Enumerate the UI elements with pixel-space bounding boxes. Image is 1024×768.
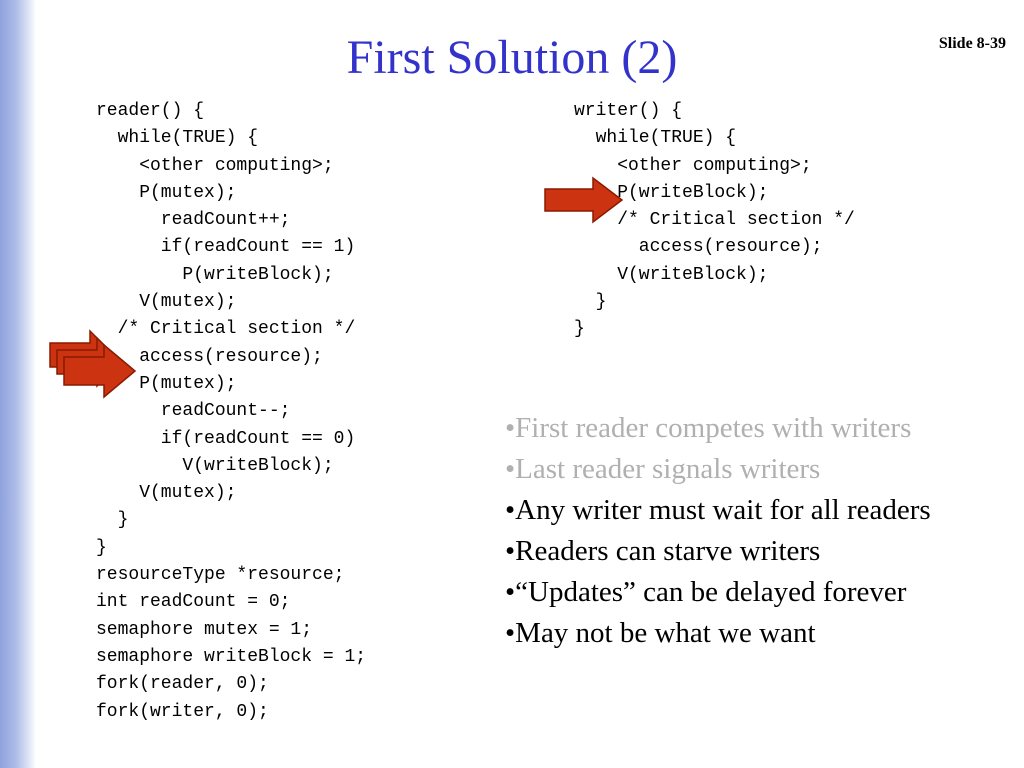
bullet-item: •May not be what we want bbox=[505, 617, 816, 649]
code-line: writer() { bbox=[574, 101, 683, 121]
code-line: P(mutex); bbox=[96, 373, 237, 394]
code-line: <other computing>; bbox=[574, 155, 812, 176]
code-line: } bbox=[574, 319, 585, 340]
code-line: readCount++; bbox=[96, 210, 291, 231]
bullet-item: •First reader competes with writers bbox=[505, 412, 912, 444]
code-line: V(mutex); bbox=[96, 483, 237, 504]
code-line: while(TRUE) { bbox=[96, 128, 259, 149]
code-line: V(mutex); bbox=[96, 292, 237, 313]
code-line: } bbox=[96, 537, 107, 558]
code-line: int readCount = 0; bbox=[96, 592, 291, 613]
reader-code-block: reader() { while(TRUE) { <other computin… bbox=[96, 98, 366, 726]
bullet-item: •Any writer must wait for all readers bbox=[505, 494, 931, 526]
bullet-item: •Last reader signals writers bbox=[505, 453, 821, 485]
slide-number: Slide 8-39 bbox=[938, 35, 1006, 52]
code-line: semaphore mutex = 1; bbox=[96, 619, 313, 640]
code-line: V(writeBlock); bbox=[96, 455, 334, 476]
code-line: V(writeBlock); bbox=[574, 264, 769, 285]
bullet-list: •First reader competes with writers •Las… bbox=[505, 408, 931, 654]
code-line: if(readCount == 0) bbox=[96, 428, 356, 449]
code-line: while(TRUE) { bbox=[574, 128, 737, 149]
code-line: /* Critical section */ bbox=[96, 319, 356, 340]
code-line: P(writeBlock); bbox=[574, 182, 769, 203]
side-decoration-bar bbox=[0, 0, 36, 768]
code-line: readCount--; bbox=[96, 401, 291, 422]
code-line: access(resource); bbox=[96, 346, 323, 367]
slide-title: First Solution (2) bbox=[346, 31, 678, 84]
code-line: P(writeBlock); bbox=[96, 264, 334, 285]
code-line: access(resource); bbox=[574, 237, 823, 258]
code-line: } bbox=[96, 510, 129, 531]
code-line: resourceType *resource; bbox=[96, 565, 345, 586]
code-line: reader() { bbox=[96, 101, 205, 121]
right-arrow-icon bbox=[544, 176, 624, 224]
code-line: <other computing>; bbox=[96, 155, 334, 176]
code-line: } bbox=[574, 292, 607, 313]
right-arrow-icon bbox=[63, 343, 137, 399]
code-line: fork(writer, 0); bbox=[96, 701, 269, 722]
code-line: /* Critical section */ bbox=[574, 210, 855, 231]
code-line: if(readCount == 1) bbox=[96, 237, 356, 258]
bullet-item: •“Updates” can be delayed forever bbox=[505, 576, 907, 608]
code-line: fork(reader, 0); bbox=[96, 674, 269, 695]
code-line: P(mutex); bbox=[96, 182, 237, 203]
code-line: semaphore writeBlock = 1; bbox=[96, 646, 367, 667]
writer-code-block: writer() { while(TRUE) { <other computin… bbox=[574, 98, 855, 344]
bullet-item: •Readers can starve writers bbox=[505, 535, 821, 567]
